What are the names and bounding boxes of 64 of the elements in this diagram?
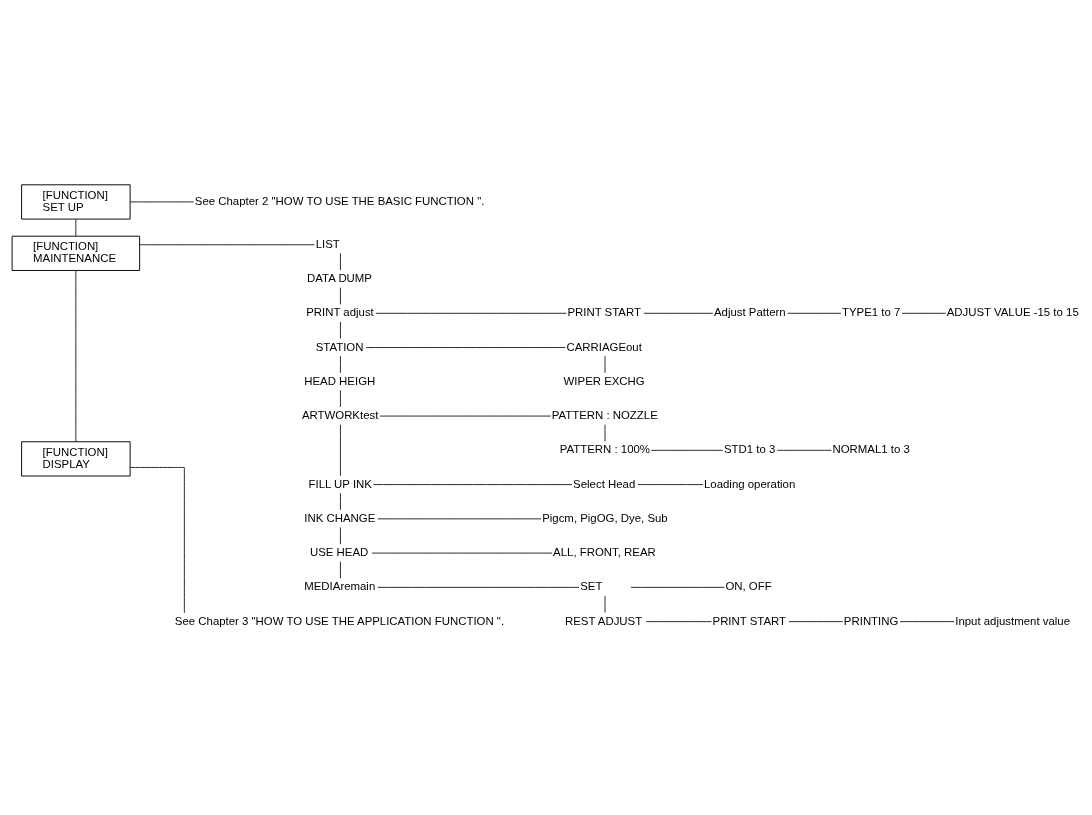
node-text: HEAD HEIGH [304,374,376,387]
node-text: See Chapter 2 "HOW TO USE THE BASIC FUNCTION ". [194,194,485,207]
node-text: ON, OFF [725,580,772,593]
connector [377,586,580,588]
connector [339,561,341,579]
node-text: MEDIAremain [304,580,376,593]
connector [650,449,724,451]
connector [339,527,341,545]
node-text: ARTWORKtest [301,409,379,422]
node-text: STATION [315,340,364,353]
connector [375,312,567,314]
node-text: Input adjustment value [955,614,1070,627]
node-text: LIST [315,237,340,250]
node-text: SET [580,580,603,593]
connector [339,389,341,408]
node-box: [FUNCTION] MAINTENANCE [11,235,141,271]
connector [788,621,844,623]
connector [365,347,566,348]
node-text: PRINTING [843,614,899,627]
node-text: PATTERN : NOZZLE [551,409,658,422]
connector [901,312,947,314]
node-text: PRINT START [712,614,787,627]
node-text: PRINT adjust [306,306,374,319]
connector [339,355,341,374]
connector [75,218,77,237]
connector [377,518,542,520]
node-text: See Chapter 3 "HOW TO USE THE APPLICATION FUNCTION ". [174,614,505,627]
connector [637,484,704,486]
node-text: INK CHANGE [304,511,376,524]
connector [899,621,955,623]
connector [645,621,713,623]
connector [630,586,725,588]
connector [372,484,573,486]
connector [339,321,341,339]
node-text: ALL, FRONT, REAR [553,546,656,559]
connector [129,467,185,614]
connector [339,492,341,511]
connector [339,424,341,477]
node-text: REST ADJUST [565,614,643,627]
connector [139,244,315,246]
node-text: TYPE1 to 7 [841,306,901,319]
node-text: PATTERN : 100% [559,443,651,456]
node-text: NORMAL1 to 3 [832,443,910,456]
node-text: USE HEAD [309,546,369,559]
node-text: CARRIAGEout [566,340,642,353]
node-box: [FUNCTION] SET UP [21,184,131,220]
connector [75,270,77,443]
node-text: Pigcm, PigOG, Dye, Sub [542,511,668,524]
node-text: Loading operation [703,477,796,490]
connector [776,449,832,451]
node-text: PRINT START [567,306,641,319]
node-text: FILL UP INK [308,477,372,490]
connector [129,201,195,203]
node-text: Adjust Pattern [713,306,786,319]
connector [339,287,341,305]
node-text: STD1 to 3 [723,443,776,456]
node-text: Select Head [573,477,636,490]
connector [643,312,714,314]
node-text: WIPER EXCHG [563,374,645,387]
node-text: ADJUST VALUE -15 to 15 [946,306,1079,319]
node-box: [FUNCTION] DISPLAY [21,441,131,477]
connector [787,312,842,314]
node-text: DATA DUMP [307,271,372,284]
connector [339,252,341,271]
